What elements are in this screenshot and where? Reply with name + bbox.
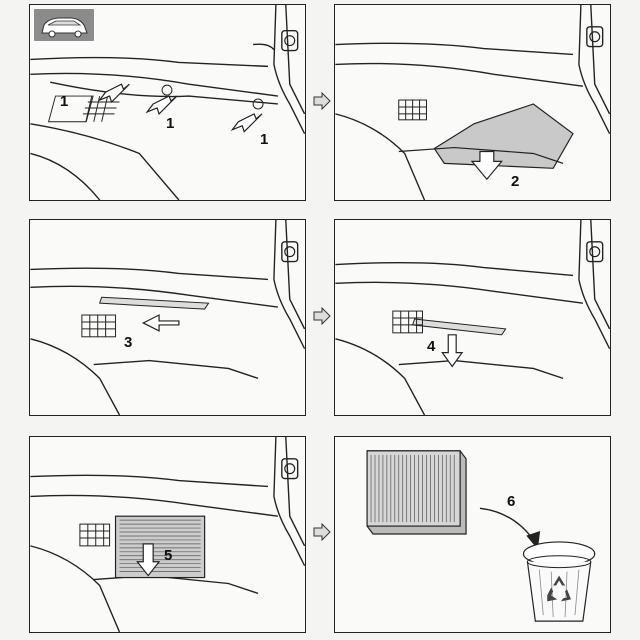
glovebox-panel (398, 103, 574, 169)
step-1-label-b: 1 (166, 115, 175, 132)
panel-step-4: 4 (334, 219, 611, 416)
step-3-arrow (141, 314, 180, 332)
filter-holder (411, 318, 507, 336)
step-arrow-icon (313, 307, 331, 325)
step-4-label: 4 (427, 338, 436, 355)
knob-icon (589, 246, 601, 258)
car-thumbnail (34, 9, 94, 41)
filter-cover (99, 296, 210, 310)
vent-grille (392, 310, 424, 334)
trash-bin-icon (522, 541, 596, 622)
vent-grille (47, 95, 120, 123)
step-2-arrow (470, 150, 503, 181)
vent-grille (81, 314, 117, 338)
knob-icon (589, 31, 601, 43)
knob-icon (284, 463, 296, 475)
panel-step-3: 3 (29, 219, 306, 416)
step-5-label: 5 (164, 547, 173, 564)
step-6-label: 6 (507, 493, 516, 510)
step-3-label: 3 (124, 334, 133, 351)
panel-step-5: 5 (29, 436, 306, 633)
knob-icon (284, 35, 296, 47)
step-2-label: 2 (511, 173, 520, 190)
panel-step-6: 6 (334, 436, 611, 633)
vent-grille (398, 99, 427, 121)
cabin-filter-icon (114, 515, 206, 579)
step-arrow-icon (313, 92, 331, 110)
step-arrow-icon (313, 523, 331, 541)
vent-grille (79, 523, 111, 547)
car-icon (41, 17, 88, 38)
knob-icon (284, 246, 296, 258)
step-6-arrow (479, 507, 541, 550)
step-1-label-c: 1 (260, 131, 269, 148)
step-4-arrow (441, 334, 464, 368)
step-5-arrow (136, 543, 161, 577)
step-1-arrows (97, 83, 263, 133)
cabin-filter-icon (366, 450, 467, 535)
panel-step-1: 1 1 1 (29, 4, 306, 201)
step-1-label-a: 1 (60, 93, 69, 110)
panel-step-2: 2 (334, 4, 611, 201)
